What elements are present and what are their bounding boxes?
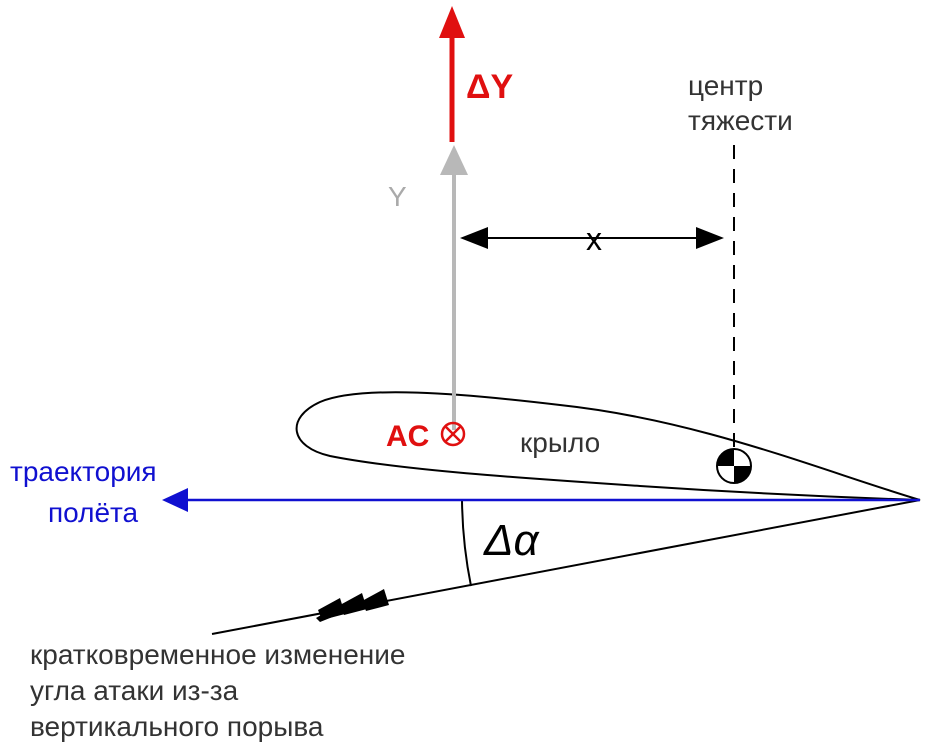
trajectory-label-line1: траектория xyxy=(10,456,157,487)
angle-arc xyxy=(461,499,472,587)
gust-note-line3: вертикального порыва xyxy=(30,711,324,742)
x-arrowhead-right xyxy=(696,227,724,249)
wing-label: крыло xyxy=(520,427,600,458)
delta-y-arrowhead xyxy=(439,6,465,38)
ac-symbol xyxy=(440,421,466,447)
cg-label-line1: центр xyxy=(688,70,763,101)
delta-alpha-label: Δα xyxy=(483,516,541,565)
gust-line xyxy=(211,499,921,635)
gust-note-line1: кратковременное изменение xyxy=(30,639,405,670)
trajectory-arrowhead xyxy=(162,488,188,512)
lift-y-arrowhead xyxy=(440,145,468,175)
y-label: Y xyxy=(388,181,407,212)
x-label: x xyxy=(586,221,602,257)
x-arrowhead-left xyxy=(460,227,488,249)
trajectory-label-line2: полёта xyxy=(48,497,139,528)
cg-symbol xyxy=(716,448,752,484)
delta-y-label: ΔY xyxy=(466,68,513,106)
gust-arrowheads xyxy=(316,589,389,622)
cg-label-line2: тяжести xyxy=(688,105,793,136)
wing-airfoil xyxy=(295,391,921,501)
ac-label: AC xyxy=(386,420,429,453)
gust-note-line2: угла атаки из-за xyxy=(30,675,239,706)
